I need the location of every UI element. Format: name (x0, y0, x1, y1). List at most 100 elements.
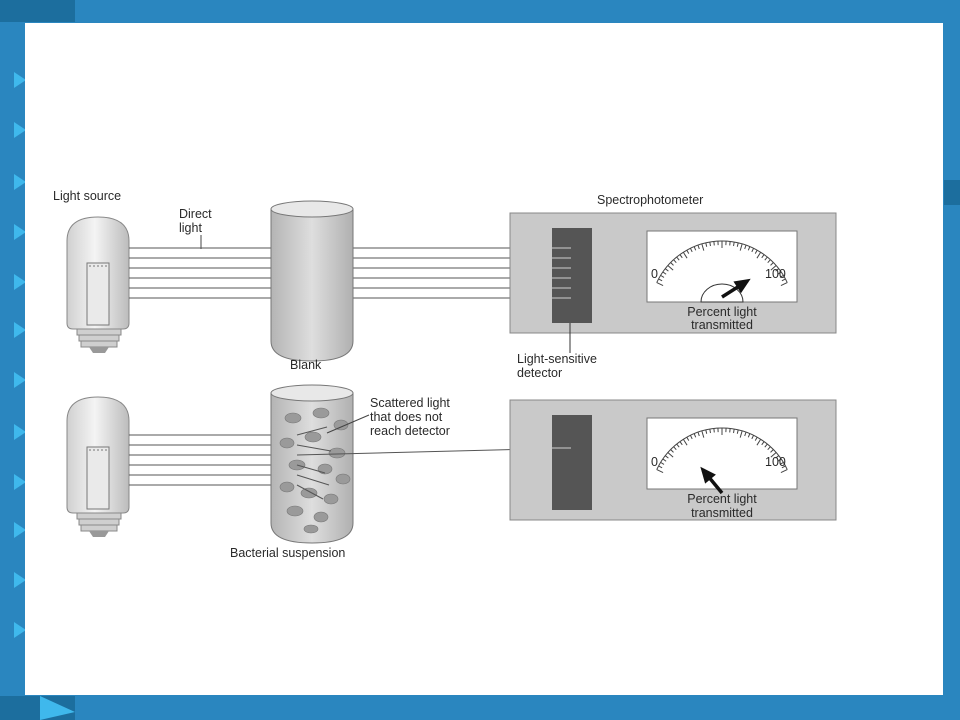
needle-arrowhead-icon (733, 278, 751, 294)
meter-tick (673, 259, 677, 264)
meter-tick (777, 271, 782, 275)
meter-tick (764, 443, 768, 448)
blank-label: Blank (290, 358, 322, 372)
meter-scale-arc (656, 427, 788, 470)
meter-caption-line2: transmitted (691, 318, 753, 332)
meter-tick (679, 254, 683, 259)
triangle-bullet-icon (14, 72, 26, 88)
bottom-panel: Scattered light that does not reach dete… (66, 384, 837, 560)
meter-tick (670, 449, 674, 453)
meter-tick (686, 249, 690, 254)
triangle-bullet-icon (14, 474, 26, 490)
meter-tick (701, 243, 705, 251)
meter-tick (686, 436, 690, 441)
scattered-light-label: Scattered light (370, 396, 450, 410)
bottom-meter: 0 100 Percent light transmitted (646, 417, 798, 520)
meter-tick (656, 282, 664, 286)
scattered-light-label-line2: that does not (370, 410, 443, 424)
blank-test-tube (270, 200, 354, 362)
bacterial-suspension-label: Bacterial suspension (230, 546, 345, 560)
meter-tick (670, 262, 674, 266)
meter-tick (733, 241, 735, 247)
meter-tick (777, 458, 782, 462)
meter-tick (667, 265, 674, 271)
meter-tick (679, 441, 683, 446)
triangle-bullet-icon (14, 622, 26, 638)
meter-caption: Percent light (687, 305, 757, 319)
meter-tick (733, 428, 735, 434)
meter-tick (676, 256, 680, 261)
meter-min-label: 0 (651, 455, 658, 469)
meter-tick (751, 248, 755, 253)
spectrophotometer-label: Spectrophotometer (597, 193, 703, 207)
meter-tick (767, 446, 771, 451)
top-panel: Light source Direct light (53, 189, 837, 380)
meter-tick (736, 242, 739, 247)
meter-tick (739, 243, 743, 251)
meter-max-label: 100 (765, 267, 786, 281)
meter-tick (744, 431, 747, 437)
meter-tick (770, 452, 777, 458)
meter-needle (700, 466, 724, 495)
meter-tick (756, 439, 762, 446)
frame-band-right (944, 180, 960, 205)
meter-tick (705, 429, 708, 434)
light-sensitive-detector (552, 228, 592, 323)
meter-tick (779, 461, 784, 465)
meter-tick (689, 248, 693, 253)
meter-tick (754, 436, 758, 441)
meter-tick (764, 256, 768, 261)
meter-tick (761, 254, 765, 259)
direct-light-label-line2: light (179, 221, 202, 235)
meter-caption-line2: transmitted (691, 506, 753, 520)
meter-tick (689, 435, 693, 440)
meter-tick (747, 246, 751, 251)
meter-tick (676, 443, 680, 448)
meter-tick (754, 249, 758, 254)
meter-tick (756, 252, 762, 259)
triangle-bullet-icon (14, 522, 26, 538)
bacterial-suspension-tube (270, 384, 354, 544)
meter-tick (739, 430, 743, 438)
meter-tick (781, 465, 786, 469)
detector-label-line2: detector (517, 366, 562, 380)
frame-bullet-triangles (14, 72, 75, 720)
slide-content-area: Light source Direct light (25, 23, 943, 695)
meter-tick (736, 429, 739, 434)
turbidity-diagram: Light source Direct light (53, 189, 837, 560)
meter-tick (664, 455, 669, 459)
triangle-bullet-icon (14, 372, 26, 388)
light-source-label: Light source (53, 189, 121, 203)
light-bulb-icon (66, 216, 130, 353)
meter-tick (775, 268, 780, 272)
meter-tick (751, 435, 755, 440)
light-bulb-icon (66, 396, 130, 537)
meter-tick (667, 452, 674, 458)
meter-tick (761, 441, 765, 446)
meter-tick (662, 458, 667, 462)
light-sensitive-detector (552, 415, 592, 510)
meter-scale-arc (656, 240, 788, 283)
triangle-bullet-icon (14, 224, 26, 240)
meter-tick (658, 465, 663, 469)
meter-tick (767, 259, 771, 264)
scattered-light-leader (326, 414, 370, 434)
meter-tick (682, 252, 688, 259)
meter-tick (656, 469, 664, 473)
meter-tick (697, 431, 700, 437)
meter-min-label: 0 (651, 267, 658, 281)
meter-tick (664, 268, 669, 272)
triangle-bullet-icon (40, 696, 75, 720)
meter-max-label: 100 (765, 455, 786, 469)
frame-corner-top-left (0, 0, 75, 22)
meter-tick (697, 244, 700, 250)
meter-tick (660, 274, 665, 278)
meter-ticks (656, 427, 788, 473)
incident-light-rays (129, 434, 297, 486)
meter-tick (780, 282, 788, 286)
meter-tick (770, 262, 774, 266)
meter-tick (709, 428, 711, 434)
top-meter: 0 100 Percent light transmitted (646, 230, 798, 332)
triangle-bullet-icon (14, 122, 26, 138)
